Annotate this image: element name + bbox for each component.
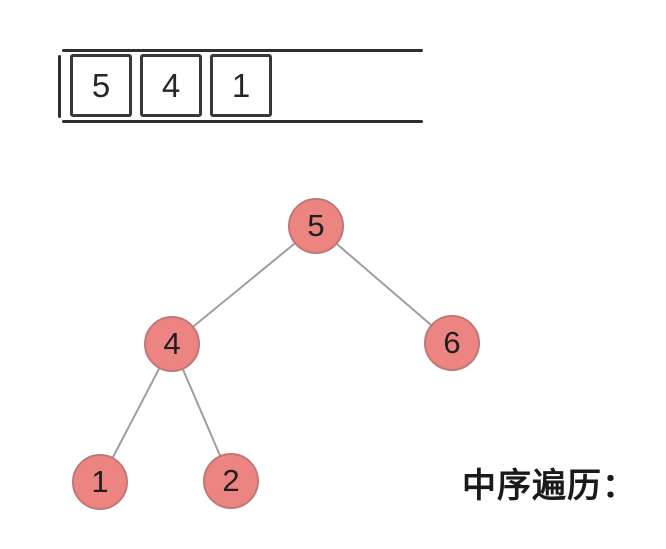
tree-node-value: 2 [222,463,240,498]
stack-item-box: 5 [70,54,132,117]
stack-left-wall [58,55,61,118]
tree-node-value: 6 [443,325,461,360]
tree-node: 1 [72,454,128,510]
tree-node-value: 1 [91,464,109,499]
stack-item-box: 1 [210,54,272,117]
stack-item-value: 1 [231,66,251,104]
tree-node-value: 5 [307,208,325,243]
stack-item-value: 5 [91,66,111,104]
stack-bottom-line [62,120,423,123]
tree-node-root: 5 [288,198,344,254]
edge-5-6 [315,225,453,344]
tree-node: 6 [424,315,480,371]
tree-node: 4 [144,316,200,372]
edge-5-4 [171,225,317,345]
inorder-traversal-label: 中序遍历： [462,467,637,505]
tree-node-value: 4 [163,326,181,361]
stack-item-box: 4 [140,54,202,117]
tree-node: 2 [203,453,259,509]
stack-top-line [62,49,423,52]
stack-item-value: 4 [161,66,181,104]
